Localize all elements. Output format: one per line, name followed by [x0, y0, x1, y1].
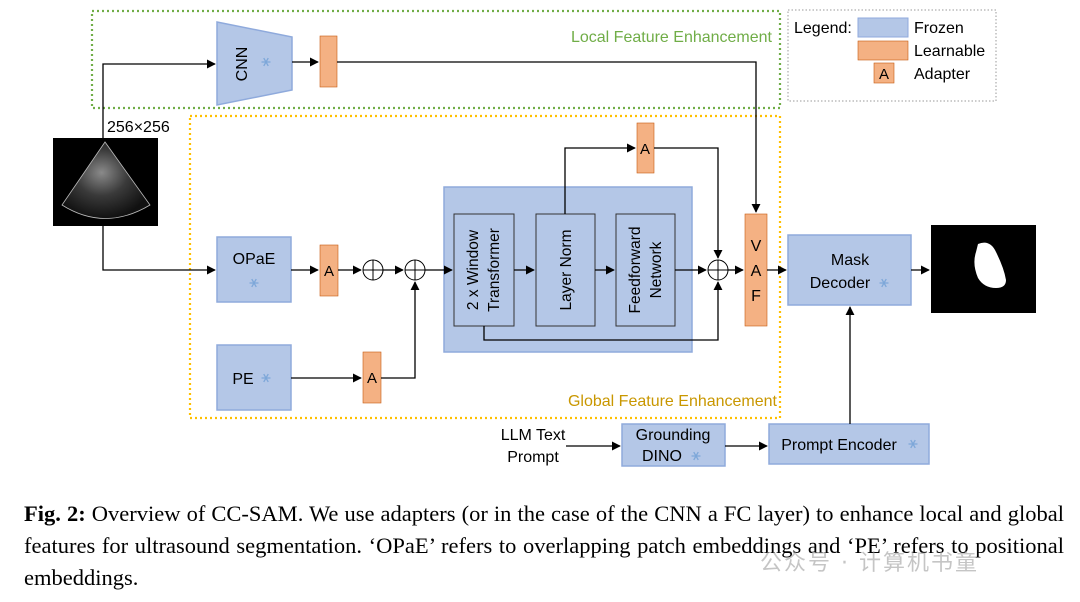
caption-label: Fig. 2:	[24, 501, 86, 526]
llm-prompt-line1: LLM Text	[501, 427, 566, 444]
grounding-dino-line1: Grounding	[636, 427, 711, 444]
local-feature-label: Local Feature Enhancement	[571, 29, 773, 46]
vaf-letter-a: A	[751, 263, 762, 280]
segmentation-mask	[974, 242, 1006, 288]
prompt-encoder-block	[768, 423, 930, 465]
legend-title: Legend:	[794, 20, 852, 37]
opae-label: OPaE	[233, 251, 276, 268]
legend-learnable-label: Learnable	[914, 43, 985, 60]
pe-adapter-label: A	[367, 370, 377, 387]
layer-norm-adapter-label: A	[640, 141, 650, 158]
mask-decoder-line1: Mask	[831, 252, 870, 269]
ultrasound-sector	[62, 142, 150, 219]
circle-plus-icon	[362, 259, 384, 281]
connections	[102, 57, 930, 451]
watermark: 公众号 · 计算机书童	[760, 551, 979, 576]
caption-text: Overview of CC-SAM. We use adapters (or …	[24, 501, 1065, 590]
vaf-letter-f: F	[751, 288, 761, 305]
llm-prompt-line2: Prompt	[507, 449, 559, 466]
layer-norm-label: Layer Norm	[558, 230, 575, 311]
legend-frozen-label: Frozen	[914, 20, 964, 37]
vaf-letter-v: V	[751, 238, 762, 255]
legend-adapter-symbol: A	[879, 66, 889, 83]
window-transformer-block	[453, 213, 515, 327]
opae-adapter-label: A	[324, 263, 334, 280]
figure-caption: Fig. 2: Overview of CC-SAM. We use adapt…	[24, 498, 1064, 594]
grounding-dino-block	[621, 423, 726, 467]
mask-decoder-block	[787, 234, 912, 306]
local-feature-region	[90, 9, 782, 110]
feedforward-line1: Feedforward	[627, 226, 644, 313]
cnn-fc-layer	[319, 35, 338, 88]
cnn-block	[216, 21, 293, 106]
feedforward-block	[615, 213, 676, 327]
legend-frozen-swatch	[857, 17, 909, 38]
legend-learnable-swatch	[857, 40, 909, 61]
pe-label: PE	[232, 371, 253, 388]
legend-adapter-label: Adapter	[914, 66, 971, 83]
circle-plus-icon	[404, 259, 426, 281]
window-transformer-line1: 2 x Window	[465, 229, 482, 310]
pe-block	[216, 344, 292, 411]
circle-plus-icon	[707, 259, 729, 281]
input-size-label: 256×256	[107, 119, 170, 136]
opae-block	[216, 236, 292, 303]
window-transformer-line2: Transformer	[486, 228, 503, 312]
cnn-label: CNN	[234, 47, 251, 82]
legend-adapter-swatch	[873, 62, 895, 84]
layer-norm-block	[535, 213, 596, 327]
prompt-encoder-label: Prompt Encoder	[781, 437, 897, 454]
architecture-diagram: Local Feature Enhancement Global Feature…	[53, 9, 1036, 467]
global-feature-label: Global Feature Enhancement	[568, 393, 778, 410]
mask-decoder-line2: Decoder	[810, 275, 871, 292]
grounding-dino-line2: DINO	[642, 448, 682, 465]
feedforward-line2: Network	[648, 241, 665, 298]
